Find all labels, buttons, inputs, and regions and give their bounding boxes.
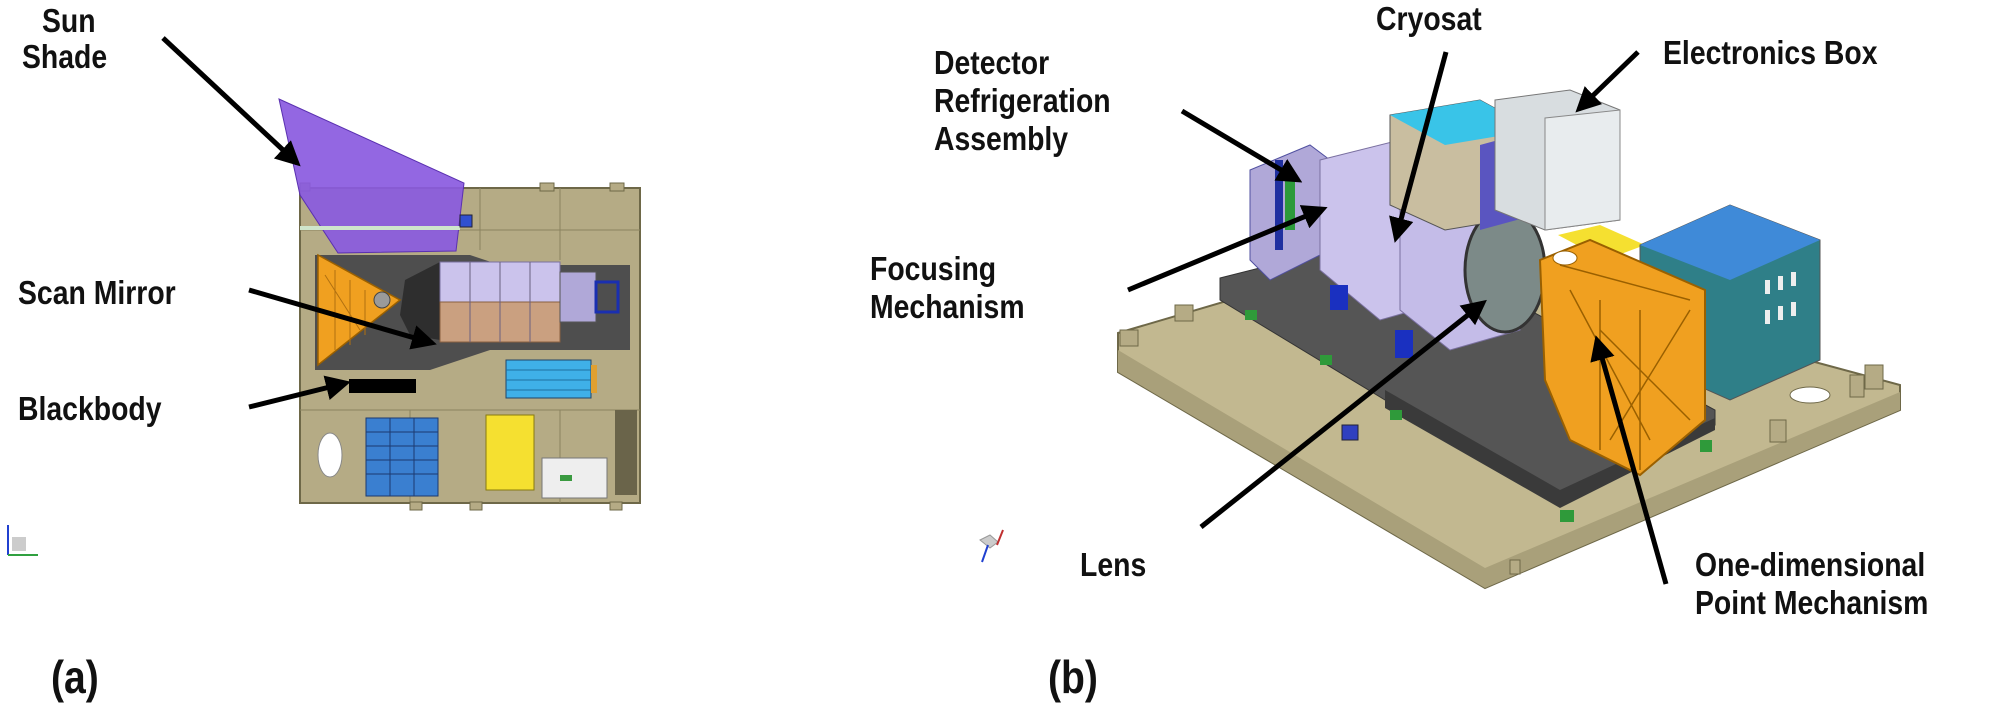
lens-arrow [1199,299,1487,529]
focusing-arrow [1127,205,1328,293]
label-point-mechanism-line1: One-dimensional [1695,546,1926,583]
label-focusing-line1: Focusing [870,250,997,287]
detector-arrow [1180,108,1303,183]
point-mechanism-frame [1538,238,1706,477]
panel-tag-a: (a) [51,651,99,703]
scan-mirror [373,291,391,309]
blackbody-arrow [248,375,351,410]
label-electronics-box: Electronics Box [1663,34,1878,71]
label-sun-shade-line2: Shade [22,38,108,75]
axis-triad-b [979,529,1004,563]
lens [1463,206,1547,334]
panel-tag-b: (b) [1048,651,1098,703]
label-sun-shade-line1: Sun [42,2,96,39]
label-focusing-line2: Mechanism [870,288,1025,325]
label-point-mechanism-line2: Point Mechanism [1695,584,1929,621]
label-blackbody: Blackbody [18,390,162,427]
scan-mirror-arrow [248,287,437,350]
electronics-box-arrow [1575,50,1640,113]
cryosat-arrow [1389,51,1449,243]
label-detector-line2: Refrigeration [934,82,1111,119]
axis-triad-a [7,525,38,556]
label-cryosat: Cryosat [1376,0,1482,37]
label-detector-line1: Detector [934,44,1050,81]
point-mechanism-arrow [1590,335,1669,585]
label-lens: Lens [1080,546,1147,583]
blackbody [349,379,416,393]
sun-shade-arrow [161,36,301,167]
electronics-unit [365,417,439,497]
sun-shade [278,98,465,254]
top-view-drawing [278,98,641,511]
label-scan-mirror: Scan Mirror [18,274,176,311]
label-detector-line3: Assembly [934,120,1069,157]
isometric-drawing [1117,89,1901,590]
